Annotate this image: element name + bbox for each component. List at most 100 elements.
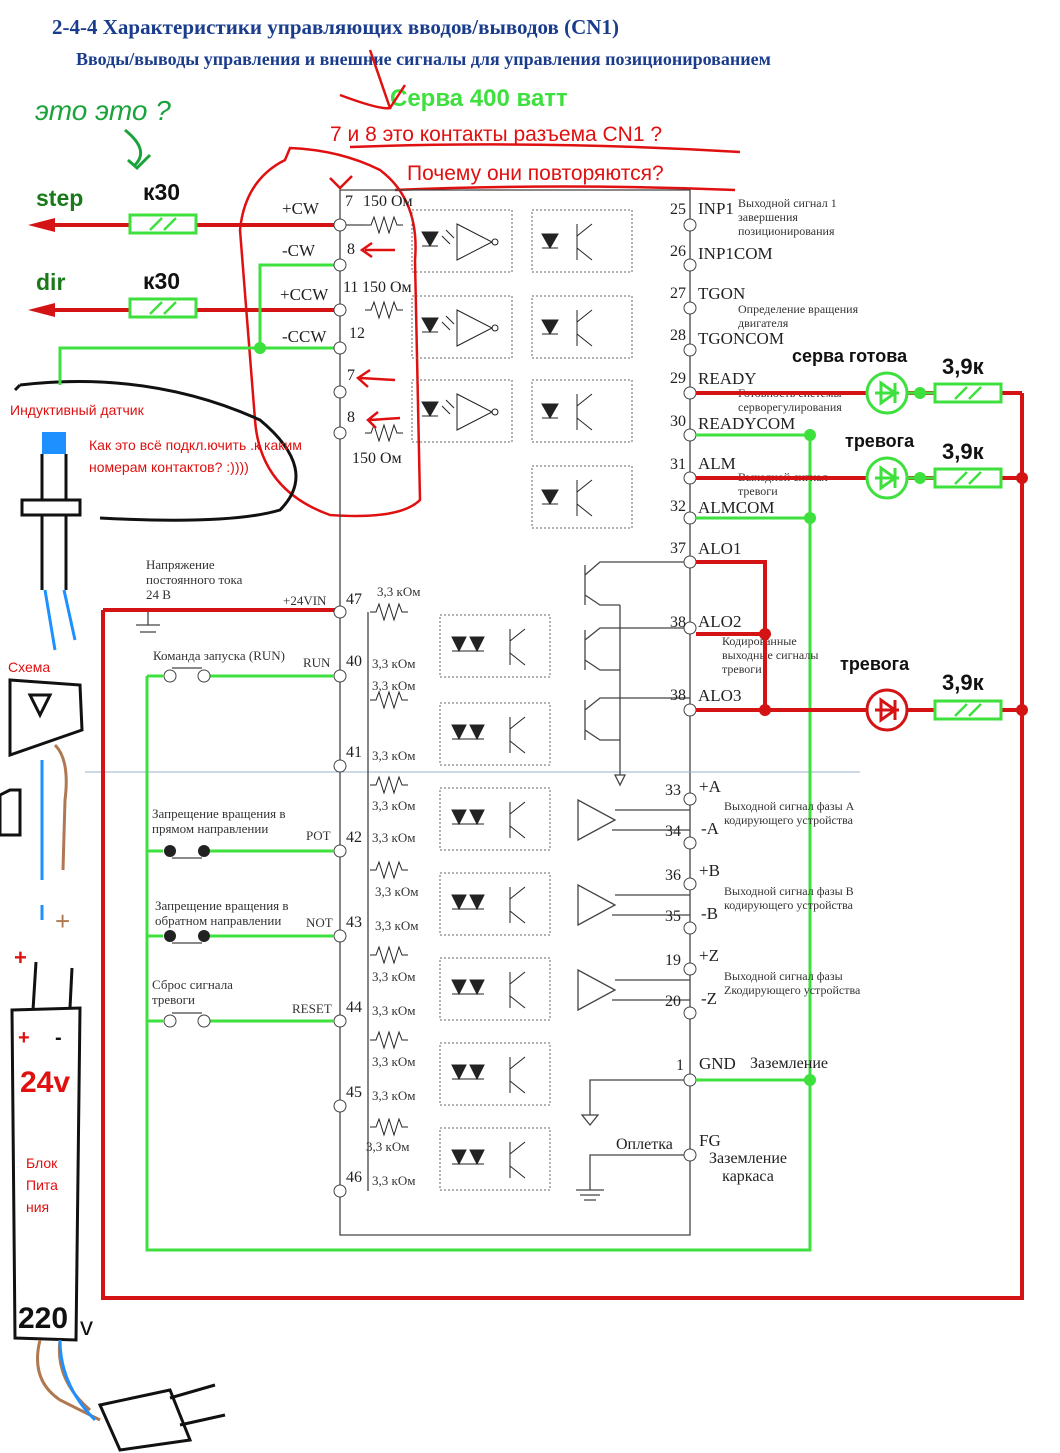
svg-text:33: 33: [665, 782, 681, 799]
svg-text:3,3 кОм: 3,3 кОм: [375, 884, 418, 899]
svg-text:+CCW: +CCW: [280, 285, 329, 304]
switch-pot[interactable]: [147, 845, 334, 859]
svg-text:ALMCOM: ALMCOM: [698, 498, 775, 517]
arrow-left-icon: [28, 218, 55, 317]
svg-text:ALO2: ALO2: [698, 612, 741, 631]
pin-33-plus-a: 33+A: [665, 777, 722, 806]
resistor-3k9-alarm-code: [933, 699, 1003, 721]
svg-text:1: 1: [676, 1057, 684, 1074]
svg-text:3,3 кОм: 3,3 кОм: [372, 678, 415, 693]
wire-plus-brown: +: [55, 906, 70, 936]
alarm-code-label: тревога: [840, 654, 910, 674]
sensor-head: [42, 432, 66, 454]
svg-text:NOT: NOT: [306, 915, 333, 930]
svg-text:3,3 кОм: 3,3 кОм: [372, 1003, 415, 1018]
svg-text:150 Ом: 150 Ом: [352, 450, 402, 467]
resistor-k30-step-label: к30: [143, 179, 180, 205]
svg-text:-CW: -CW: [282, 241, 316, 260]
svg-text:3,3 кОм: 3,3 кОм: [372, 748, 415, 763]
green-common-loop: [145, 435, 812, 1252]
svg-text:3,3 кОм: 3,3 кОм: [372, 1088, 415, 1103]
servo-ready-label: серва готова: [792, 346, 908, 366]
pin-19-plus-z: 19 +Z: [665, 946, 719, 976]
power-plug-icon: [97, 1383, 226, 1452]
sensor-outline: [13, 380, 298, 522]
svg-text:ALO3: ALO3: [698, 686, 741, 705]
step-label: step: [36, 185, 83, 211]
red-arrow-icons: [329, 175, 401, 429]
svg-text:3,3 кОм: 3,3 кОм: [372, 798, 415, 813]
svg-text:45: 45: [346, 1084, 362, 1101]
svg-text:7: 7: [345, 193, 353, 210]
common-green-wire: [58, 263, 340, 385]
svg-text:12: 12: [349, 325, 365, 342]
svg-text:-Z: -Z: [701, 989, 717, 1008]
svg-text:40: 40: [346, 653, 362, 670]
svg-text:150 Ом: 150 Ом: [363, 193, 413, 210]
connector-frame: [339, 189, 691, 1236]
pin-31-alm: 31 ALM: [670, 454, 736, 485]
how-to-connect-note-box: Как это всё подкл.ючить .к каким номерам…: [89, 437, 302, 475]
svg-text:3,3 кОм: 3,3 кОм: [372, 830, 415, 845]
psu-220-label: 220: [18, 1302, 68, 1335]
power-supply-box[interactable]: [10, 1006, 82, 1342]
svg-text:3,3 кОм: 3,3 кОм: [377, 584, 420, 599]
pin-8-minus-cw: 8-CW: [282, 241, 355, 272]
svg-text:19: 19: [665, 952, 681, 969]
svg-text:POT: POT: [306, 828, 331, 843]
svg-text:3,3 кОм: 3,3 кОм: [375, 918, 418, 933]
svg-text:ALO1: ALO1: [698, 539, 741, 558]
pin-7-repeat: 7: [333, 367, 355, 399]
circled-pins-outline: [238, 146, 422, 518]
svg-text:38: 38: [670, 687, 686, 704]
svg-text:-A: -A: [701, 819, 720, 838]
wire-plus-red: +: [14, 945, 27, 970]
dir-label: dir: [36, 269, 65, 295]
input-resistor-network: 3,3 кОм 3,3 кОм 3,3 кОм 3,3 кОм 3,3 кОм 3,3…: [366, 584, 420, 1191]
pin-27-tgon: 27 TGON: [670, 284, 745, 315]
pin-47-24vin: 47+24VIN: [283, 591, 362, 619]
svg-text:ALM: ALM: [698, 454, 736, 473]
servo-power-note: Серва 400 ватт: [390, 85, 568, 112]
svg-text:150 Ом: 150 Ом: [362, 279, 412, 296]
left-notes: Напряжение постоянного тока 24 В Команда…: [146, 557, 289, 1007]
output-green-wires: [696, 391, 935, 1082]
resistor-k30-dir-label: к30: [143, 268, 180, 294]
svg-text:FG: FG: [699, 1131, 721, 1150]
svg-text:29: 29: [670, 370, 686, 387]
svg-text:TGONCOM: TGONCOM: [698, 329, 784, 348]
sensor-scheme-drawing: [8, 678, 84, 758]
pin-41: 41: [333, 744, 362, 773]
svg-text:27: 27: [670, 285, 686, 302]
switch-run[interactable]: [147, 667, 334, 683]
alarm-label: тревога: [845, 431, 915, 451]
svg-text:31: 31: [670, 456, 686, 473]
alarm-transistors: [584, 561, 690, 775]
encoder-line-drivers: [577, 798, 690, 1012]
svg-text:+CW: +CW: [282, 199, 320, 218]
switch-reset[interactable]: [147, 1012, 334, 1028]
svg-text:+24VIN: +24VIN: [283, 593, 327, 608]
note-dc24: Напряжение постоянного тока 24 В: [146, 557, 243, 602]
svg-text:3,3 кОм: 3,3 кОм: [372, 969, 415, 984]
svg-text:44: 44: [346, 999, 362, 1016]
inductive-sensor-label: Индуктивный датчик: [10, 402, 145, 418]
pin-36-plus-b: 36+B: [665, 861, 720, 891]
underline-strokes: [339, 49, 741, 192]
switch-not[interactable]: [147, 930, 334, 944]
note-run: Команда запуска (RUN): [153, 648, 285, 663]
pin-20-minus-z: 20-Z: [665, 989, 717, 1020]
pin-45: 45: [333, 1084, 362, 1113]
svg-text:+B: +B: [699, 861, 720, 880]
svg-text:+Z: +Z: [699, 946, 719, 965]
svg-text:READY: READY: [698, 369, 757, 388]
svg-text:TGON: TGON: [698, 284, 745, 303]
svg-text:RUN: RUN: [303, 655, 331, 670]
